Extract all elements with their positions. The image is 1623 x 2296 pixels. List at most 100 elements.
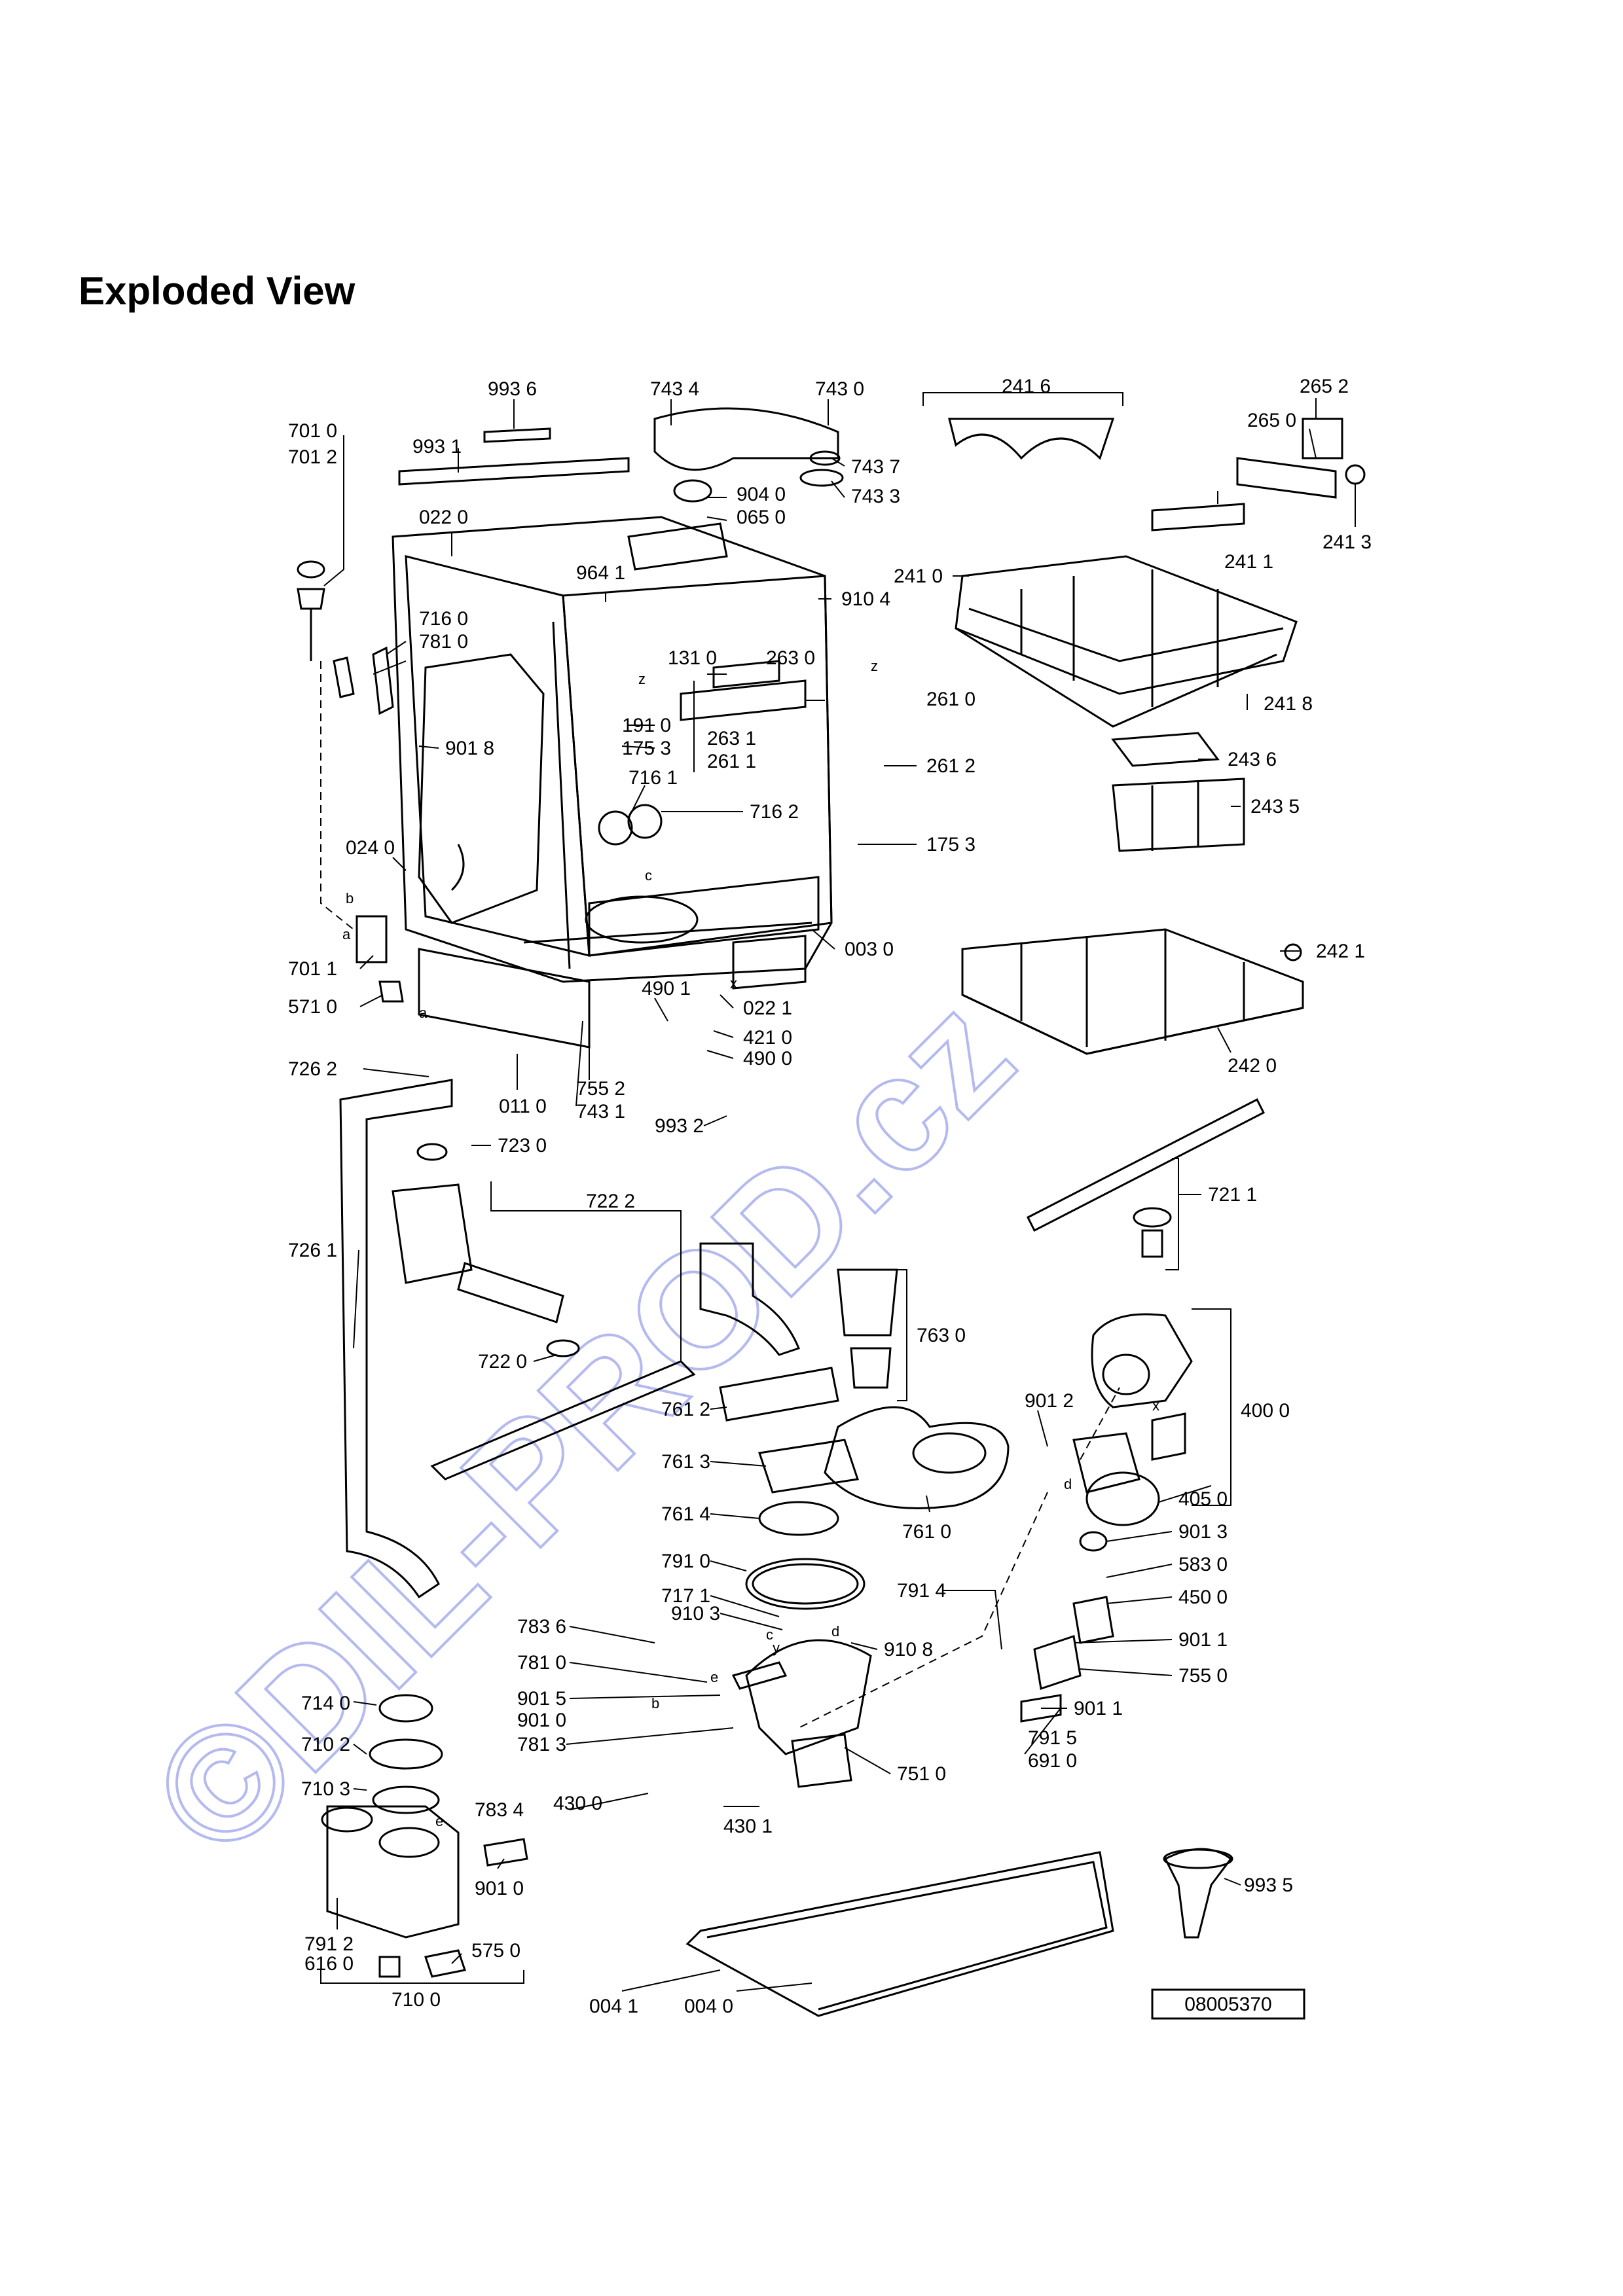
part-label: 721 1 — [1208, 1184, 1257, 1206]
ref-letter: a — [342, 926, 351, 942]
part-label: 710 3 — [301, 1778, 350, 1800]
part-label: 241 3 — [1322, 531, 1372, 553]
ref-letter: y — [773, 1640, 780, 1656]
ref-letter: c — [766, 1626, 773, 1643]
part-label: 261 0 — [926, 689, 976, 710]
part-label: 901 3 — [1178, 1521, 1228, 1543]
ref-letter: e — [710, 1669, 718, 1685]
part-label: 781 3 — [517, 1734, 566, 1755]
part-label: 716 2 — [750, 801, 799, 823]
part-label: 743 0 — [815, 378, 864, 400]
part-label: 791 4 — [897, 1580, 946, 1602]
drawing-number-box: 08005370 — [1151, 1988, 1305, 2020]
base-plate — [685, 1851, 1114, 2017]
part-label: 022 0 — [419, 507, 468, 528]
part-label: 261 1 — [707, 751, 756, 772]
part-label: 024 0 — [346, 837, 395, 859]
drawing-number-frame — [1151, 1988, 1305, 2020]
part-label: 261 2 — [926, 755, 976, 777]
part-label: 421 0 — [743, 1027, 792, 1049]
part-label: 791 0 — [661, 1551, 710, 1572]
part-labels: 993 6 993 1 743 4 743 0 743 7 743 3 241 … — [288, 376, 1372, 2017]
part-label: 616 0 — [304, 1953, 354, 1975]
part-label: 910 4 — [841, 588, 890, 610]
door-parts — [297, 560, 404, 1003]
part-label: 791 2 — [304, 1933, 354, 1955]
part-label: 131 0 — [668, 647, 717, 669]
part-label: 263 1 — [707, 728, 756, 749]
ref-letter: b — [651, 1695, 659, 1712]
part-label: 241 1 — [1224, 551, 1273, 573]
ref-letter: b — [346, 890, 354, 906]
part-label: 763 0 — [917, 1325, 966, 1346]
part-label: 901 5 — [517, 1688, 566, 1710]
part-label: 755 2 — [576, 1078, 625, 1100]
ref-letter: c — [645, 867, 652, 884]
part-label: 490 0 — [743, 1048, 792, 1069]
ref-letter: d — [1064, 1476, 1072, 1492]
part-label: 761 4 — [661, 1503, 710, 1525]
part-label: 243 5 — [1250, 796, 1300, 817]
part-label: 717 1 — [661, 1585, 710, 1607]
upper-spray-arm — [1026, 1098, 1266, 1258]
part-label: 011 0 — [499, 1096, 547, 1117]
reference-letters: z z c x b a a b e c d d e x y — [342, 658, 1159, 1829]
ref-letter: e — [435, 1813, 443, 1829]
part-label: 901 1 — [1178, 1629, 1228, 1651]
part-label: 993 6 — [488, 378, 537, 400]
part-label: 691 0 — [1028, 1750, 1077, 1772]
part-label: 265 2 — [1300, 376, 1349, 397]
part-label: 490 1 — [642, 978, 691, 999]
part-label: 901 8 — [445, 738, 494, 759]
part-label: 571 0 — [288, 996, 337, 1018]
part-label: 263 0 — [766, 647, 815, 669]
ref-letter: z — [871, 658, 878, 674]
part-label: 701 2 — [288, 446, 337, 468]
part-label: 743 7 — [851, 456, 900, 478]
spray-conduit — [339, 1079, 696, 1599]
part-label: 710 2 — [301, 1734, 350, 1755]
part-label: 242 1 — [1316, 941, 1365, 962]
part-label: 722 2 — [586, 1191, 635, 1212]
ref-letter: x — [1152, 1397, 1159, 1414]
drawing-number: 08005370 — [1184, 1994, 1271, 2015]
part-label: 783 6 — [517, 1616, 566, 1638]
part-label: 901 1 — [1074, 1698, 1123, 1719]
part-label: 716 1 — [629, 767, 678, 789]
part-label: 241 6 — [1002, 376, 1051, 397]
part-label: 004 0 — [684, 1996, 733, 2017]
part-label: 726 2 — [288, 1058, 337, 1080]
upper-rack — [948, 418, 1366, 728]
pump-motor — [798, 1313, 1193, 1729]
part-label: 400 0 — [1241, 1400, 1290, 1422]
part-label: 993 5 — [1244, 1874, 1293, 1896]
part-label: 701 1 — [288, 958, 337, 980]
part-label: 743 1 — [576, 1101, 625, 1122]
part-label: 701 0 — [288, 420, 337, 442]
part-label: 716 0 — [419, 608, 468, 630]
part-label: 405 0 — [1178, 1488, 1228, 1510]
salt-funnel — [1163, 1848, 1233, 1939]
part-label: 904 0 — [737, 484, 786, 505]
part-label: 781 0 — [419, 631, 468, 653]
part-label: 761 0 — [902, 1521, 951, 1543]
ref-letter: a — [419, 1005, 428, 1021]
part-label: 726 1 — [288, 1240, 337, 1261]
part-label: 755 0 — [1178, 1665, 1228, 1687]
part-label: 583 0 — [1178, 1554, 1228, 1575]
part-label: 723 0 — [498, 1135, 547, 1157]
part-label: 993 1 — [412, 436, 462, 457]
part-label: 743 4 — [650, 378, 699, 400]
water-softener — [321, 1694, 528, 1978]
group-brackets — [320, 392, 1231, 1984]
part-label: 575 0 — [471, 1940, 520, 1962]
ref-letter: d — [831, 1623, 839, 1640]
part-label: 910 8 — [884, 1639, 933, 1660]
part-label: 241 8 — [1264, 693, 1313, 715]
part-label: 964 1 — [576, 562, 625, 584]
part-label: 783 4 — [475, 1799, 524, 1821]
part-label: 241 0 — [894, 565, 943, 587]
part-label: 430 1 — [723, 1816, 773, 1837]
part-label: 450 0 — [1178, 1587, 1228, 1608]
